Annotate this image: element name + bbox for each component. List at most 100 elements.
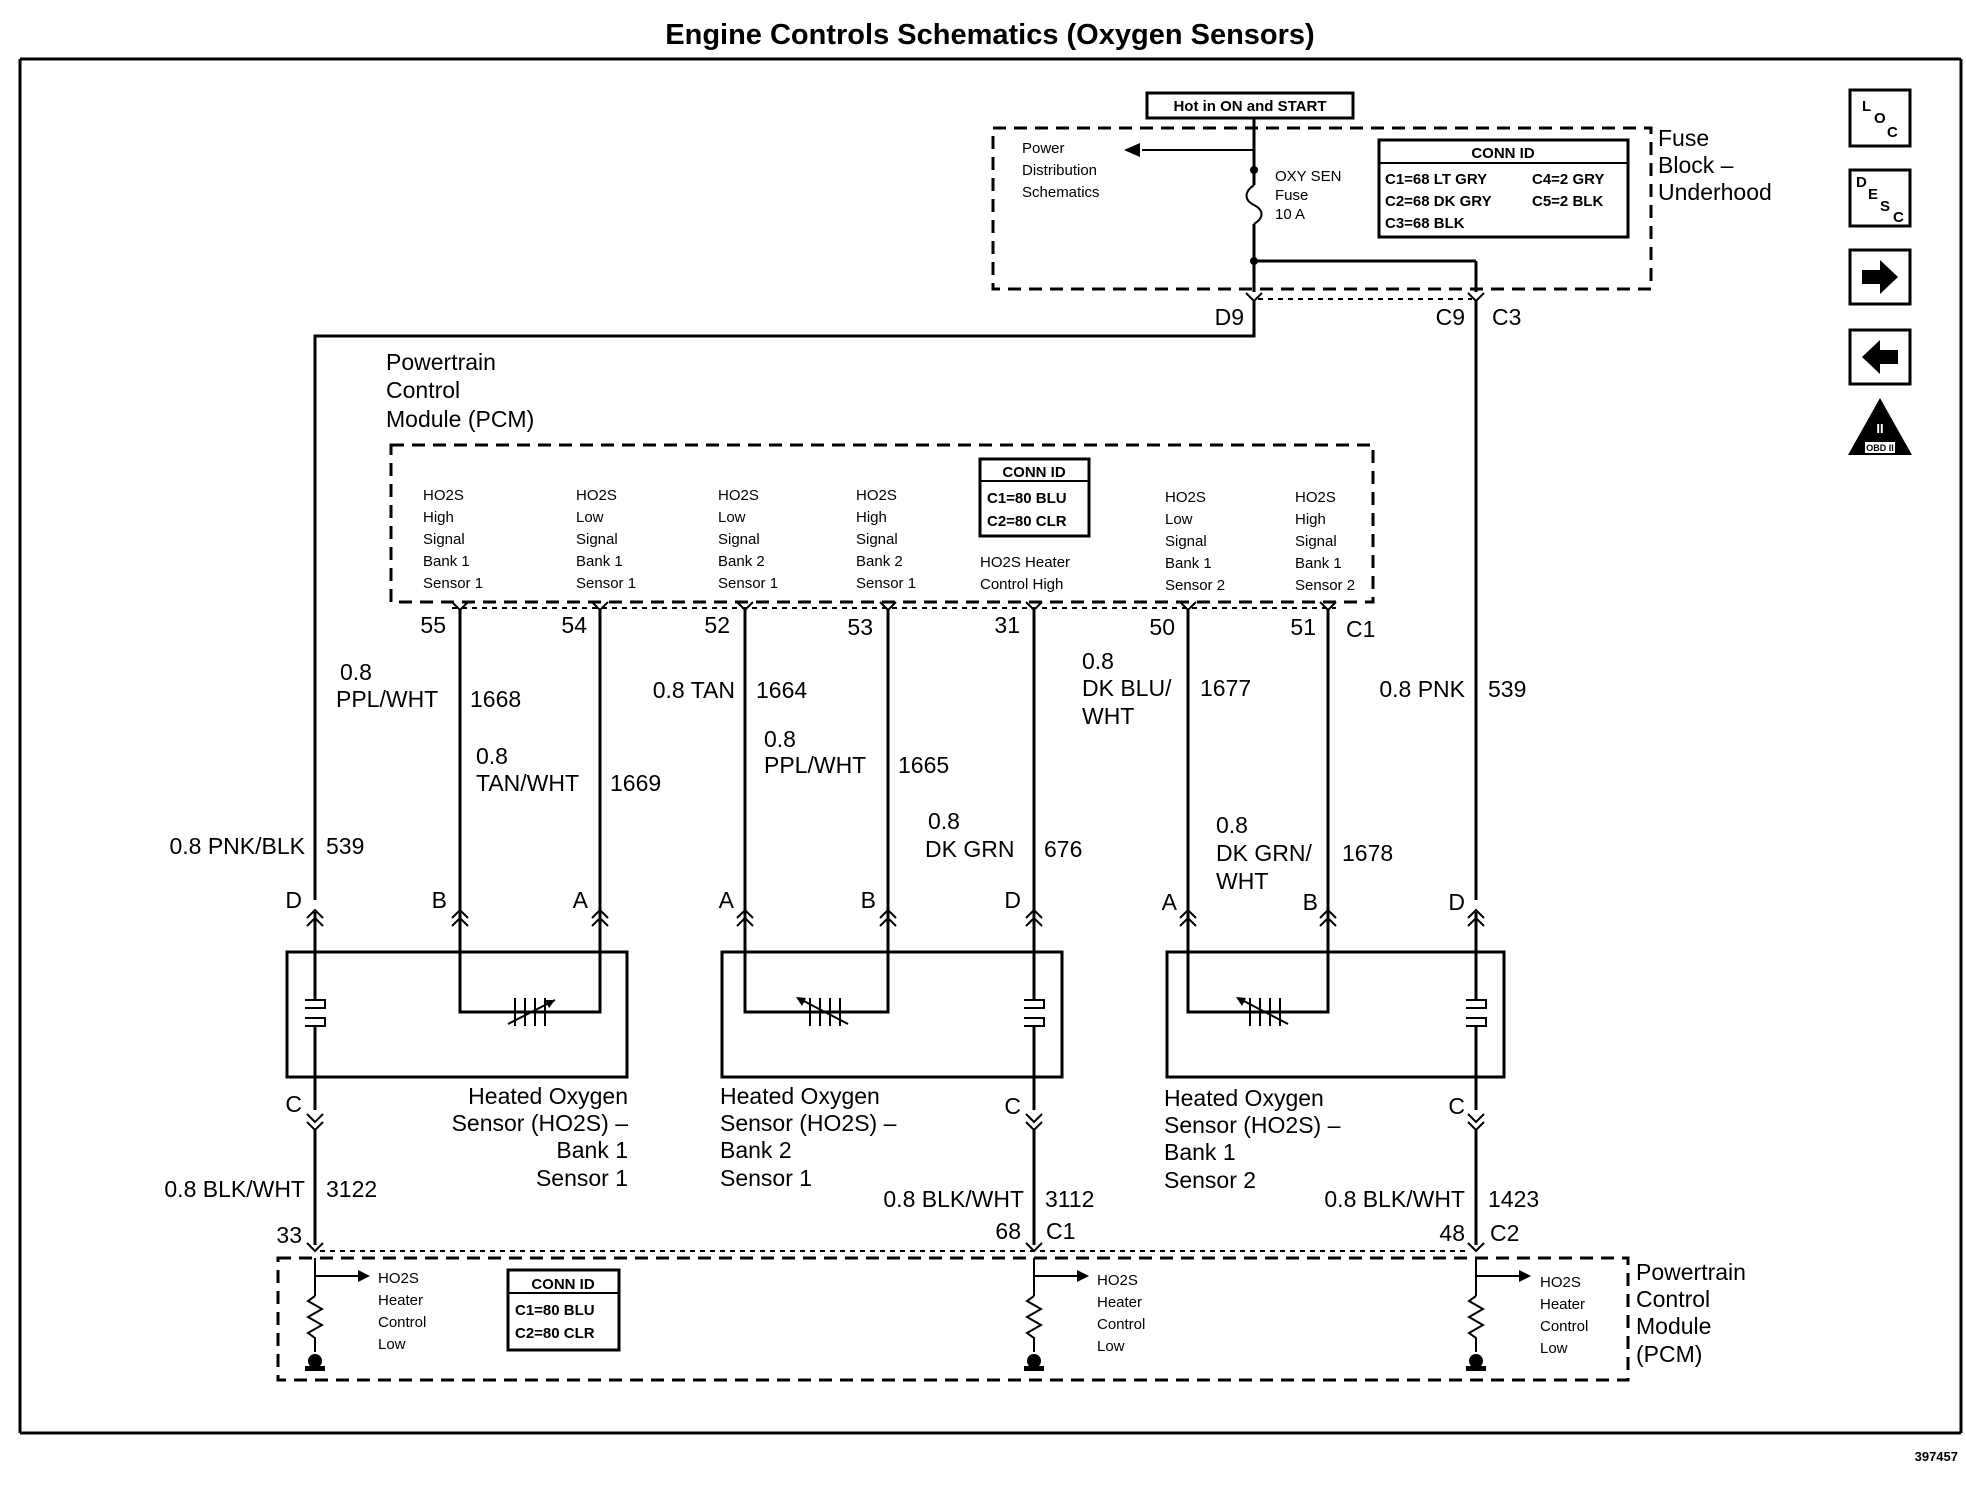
svg-text:Heater: Heater — [1097, 1294, 1142, 1311]
fuse-conn-id-c5: C5=2 BLK — [1532, 193, 1603, 210]
wire-1423-circuit: 1423 — [1488, 1186, 1539, 1212]
sensor-b1s1-pin-c: C — [285, 1091, 302, 1117]
fuse-block-name-3: Underhood — [1658, 179, 1772, 205]
svg-text:Signal: Signal — [1295, 533, 1337, 550]
wire-3112-circuit: 3112 — [1045, 1186, 1094, 1212]
pin-d9: D9 — [1215, 304, 1244, 330]
wire-1669-color: TAN/WHT — [476, 770, 579, 796]
fuse-symbol — [1245, 184, 1263, 225]
obd-ii-button[interactable]: II OBD II — [1848, 398, 1912, 455]
wire-1668-color: PPL/WHT — [336, 686, 438, 712]
svg-text:Low: Low — [1540, 1340, 1568, 1357]
power-dist-line-2: Distribution — [1022, 162, 1097, 179]
pcm-conn-id-title: CONN ID — [1002, 464, 1066, 481]
pcm-bottom-conn-id-title: CONN ID — [531, 1276, 595, 1293]
sensor-b1s2 — [1165, 912, 1506, 1110]
svg-text:High: High — [856, 509, 887, 526]
signal-b2s1-low: HO2S Low Signal Bank 2 Sensor 1 — [718, 487, 778, 592]
fuse-block-name-1: Fuse — [1658, 125, 1709, 151]
svg-text:Low: Low — [718, 509, 746, 526]
svg-text:HO2S: HO2S — [718, 487, 759, 504]
sensor-b1s2-name: Heated Oxygen Sensor (HO2S) – Bank 1 Sen… — [1164, 1085, 1341, 1193]
svg-text:Sensor 1: Sensor 1 — [536, 1165, 628, 1191]
pin-68: 68 — [995, 1218, 1021, 1244]
wire-1678-size: 0.8 — [1216, 812, 1248, 838]
pcm-connector-c1: C1 — [1346, 616, 1375, 642]
fuse-conn-id-title: CONN ID — [1471, 145, 1535, 162]
svg-text:Sensor 1: Sensor 1 — [856, 575, 916, 592]
sensor-b1s2-pin-d: D — [1448, 889, 1465, 915]
wire-3122-circuit: 3122 — [326, 1176, 377, 1202]
fuse-conn-id-c4: C4=2 GRY — [1532, 171, 1604, 188]
svg-text:HO2S Heater: HO2S Heater — [980, 554, 1070, 571]
power-dist-line-1: Power — [1022, 140, 1065, 157]
sensor-b1s2-pin-a: A — [1162, 889, 1178, 915]
fuse-block-name-2: Block – — [1658, 152, 1734, 178]
arrow-right-icon — [1862, 260, 1898, 294]
pcm-bottom-conn-id-c2: C2=80 CLR — [515, 1325, 595, 1342]
desc-button[interactable]: D E S C — [1848, 168, 1912, 228]
arrow-left-icon — [1862, 340, 1898, 374]
wire-539-left-circuit: 539 — [326, 833, 364, 859]
sensor-b2s1-pin-b: B — [861, 887, 876, 913]
svg-text:Bank 2: Bank 2 — [718, 553, 765, 570]
svg-text:Sensor 1: Sensor 1 — [720, 1165, 812, 1191]
wire-539-right-label: 0.8 PNK — [1379, 676, 1465, 702]
wire-539-left-feed — [313, 301, 1256, 900]
wire-1678-color-2: WHT — [1216, 868, 1268, 894]
wire-676-circuit: 676 — [1044, 836, 1082, 862]
svg-text:Control: Control — [1097, 1316, 1145, 1333]
sensor-b2s1-pin-d: D — [1004, 887, 1021, 913]
wire-1669-circuit: 1669 — [610, 770, 661, 796]
loc-button[interactable]: L O C — [1848, 88, 1912, 148]
previous-page-button[interactable] — [1848, 328, 1912, 386]
heater-driver-2 — [1024, 1258, 1089, 1371]
resistor-symbol — [1466, 1295, 1486, 1352]
pin-52: 52 — [704, 612, 730, 638]
signal-heater-control-high: HO2S Heater Control High — [980, 554, 1070, 593]
sensor-b2s1-pin-c: C — [1004, 1093, 1021, 1119]
svg-text:Signal: Signal — [423, 531, 465, 548]
svg-text:Signal: Signal — [1165, 533, 1207, 550]
fuse-conn-id-box — [1377, 138, 1630, 239]
pcm-conn-id-c2: C2=80 CLR — [987, 513, 1067, 530]
svg-text:High: High — [423, 509, 454, 526]
svg-text:Low: Low — [576, 509, 604, 526]
sensor-top-pin-symbols — [306, 908, 1485, 927]
sensor-b2s1-element-loop — [743, 912, 890, 1014]
fuse-conn-id-c2: C2=68 DK GRY — [1385, 193, 1492, 210]
wire-539-right-circuit: 539 — [1488, 676, 1526, 702]
wire-1665-circuit: 1665 — [898, 752, 949, 778]
sensor-b1s1-element-loop — [458, 912, 602, 1014]
heater-low-label-1: HO2S Heater Control Low — [378, 1270, 426, 1353]
heater-low-label-2: HO2S Heater Control Low — [1097, 1272, 1145, 1355]
svg-text:Control: Control — [378, 1314, 426, 1331]
pcm-bottom-connector-c1: C1 — [1046, 1218, 1075, 1244]
sensor-b2s1-pin-a: A — [719, 887, 735, 913]
wire-676-color: DK GRN — [925, 836, 1014, 862]
svg-text:Heated Oxygen: Heated Oxygen — [720, 1083, 880, 1109]
svg-text:Sensor (HO2S) –: Sensor (HO2S) – — [1164, 1112, 1341, 1138]
sensor-b1s1-name: Heated Oxygen Sensor (HO2S) – Bank 1 Sen… — [452, 1083, 629, 1191]
svg-text:Sensor 1: Sensor 1 — [718, 575, 778, 592]
svg-text:Sensor 2: Sensor 2 — [1164, 1167, 1256, 1193]
ground-icon — [1469, 1354, 1483, 1368]
wire-1669-size: 0.8 — [476, 743, 508, 769]
wire-1668-circuit: 1668 — [470, 686, 521, 712]
sensor-b1s2-variable-resistor — [1236, 997, 1289, 1026]
arrow-left-icon — [1124, 143, 1140, 157]
heater-low-label-3: HO2S Heater Control Low — [1540, 1274, 1588, 1357]
sensor-b1s1-pin-b: B — [432, 887, 447, 913]
svg-text:Sensor (HO2S) –: Sensor (HO2S) – — [452, 1110, 629, 1136]
svg-text:HO2S: HO2S — [1540, 1274, 1581, 1291]
svg-text:Module: Module — [1636, 1313, 1711, 1339]
sensor-b1s1-pin-d: D — [285, 887, 302, 913]
pcm-bottom-conn-id-box — [506, 1268, 621, 1352]
power-dist-line-3: Schematics — [1022, 184, 1100, 201]
sensor-b1s2-heater — [1466, 912, 1487, 1110]
arrow-right-icon — [1519, 1270, 1531, 1282]
wire-1665-size: 0.8 — [764, 726, 796, 752]
ground-icon — [308, 1354, 322, 1368]
next-page-button[interactable] — [1848, 248, 1912, 306]
